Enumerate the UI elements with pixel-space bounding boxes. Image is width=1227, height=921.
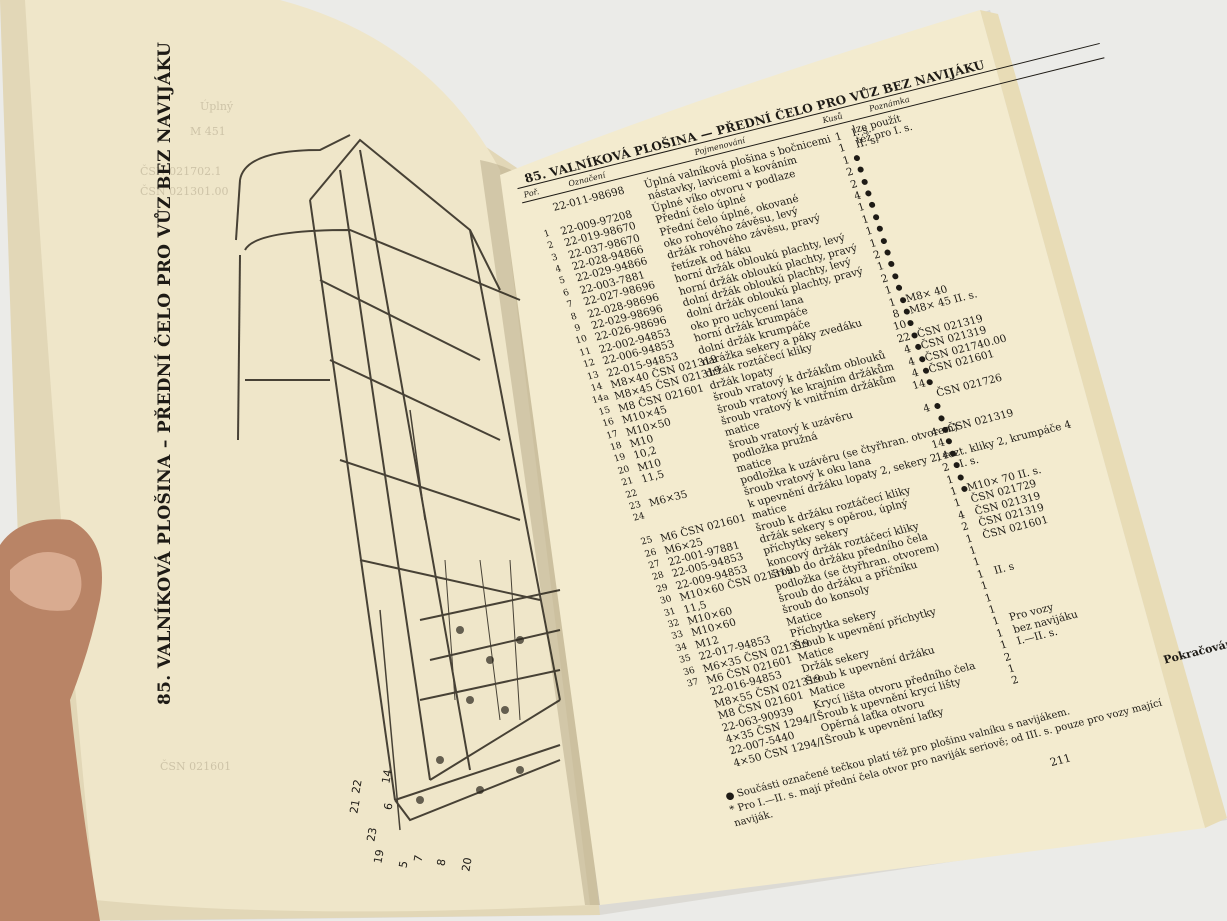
bullet-dot <box>872 213 880 221</box>
bullet-dot <box>864 189 873 197</box>
svg-text:Úplný: Úplný <box>200 99 234 113</box>
callout-number: 14 <box>379 768 395 785</box>
callout-number: 19 <box>371 848 387 865</box>
bullet-dot <box>891 272 900 280</box>
svg-text:ČSN 021601: ČSN 021601 <box>160 759 231 773</box>
bullet-dot <box>879 237 888 245</box>
callout-number: 20 <box>459 856 475 873</box>
hand <box>0 519 102 921</box>
bullet-dot <box>853 154 861 162</box>
bullet-dot <box>860 177 869 186</box>
left-page <box>25 0 590 912</box>
callout-number: 22 <box>349 778 365 795</box>
bullet-dot <box>956 473 965 481</box>
svg-text:M 451: M 451 <box>190 125 226 138</box>
svg-text:ČSN 021702.1: ČSN 021702.1 <box>140 164 222 178</box>
bullet-dot <box>937 414 946 422</box>
right-page <box>500 10 1205 905</box>
callout-number: 21 <box>347 798 363 815</box>
cell-pos <box>526 203 549 209</box>
bullet-dot <box>883 248 892 257</box>
left-page-title: 85. VALNÍKOVÁ PLOŠINA – PŘEDNÍ ČELO PRO … <box>155 41 175 705</box>
wagon-drawing <box>235 134 561 831</box>
svg-text:ČSN 021301.00: ČSN 021301.00 <box>140 184 229 198</box>
callout-number: 23 <box>364 826 380 843</box>
